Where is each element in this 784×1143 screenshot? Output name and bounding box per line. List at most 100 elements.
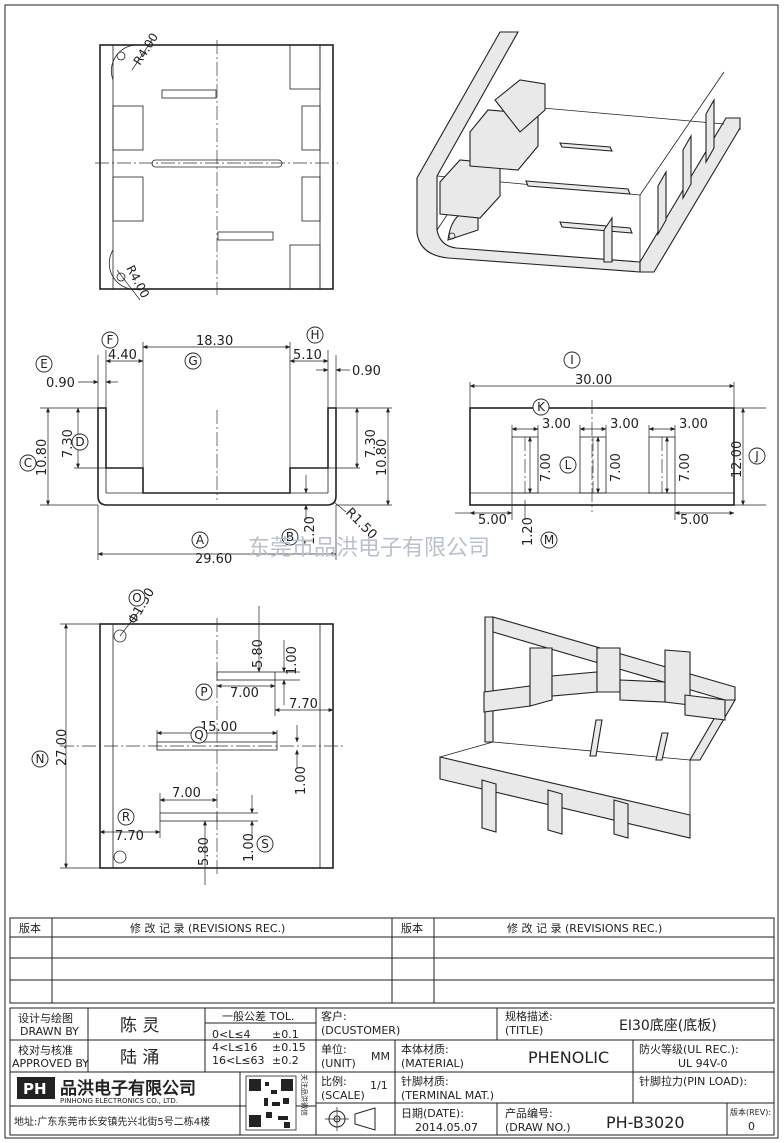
slot-length: 7.00 xyxy=(230,686,259,701)
low-slot-x: 7.70 xyxy=(115,829,144,844)
side-right-offset: 5.00 xyxy=(680,513,709,528)
material-value: PHENOLIC xyxy=(528,1048,609,1067)
material-label-en: (MATERIAL) xyxy=(401,1057,464,1070)
balloon-n: N xyxy=(36,752,45,766)
slot-x-offset: 7.70 xyxy=(289,697,318,712)
customer-label: 客户: xyxy=(321,1009,347,1023)
dim-total-width: 29.60 xyxy=(195,552,232,567)
unit-label: 单位: xyxy=(321,1042,347,1056)
slot-width: 1.00 xyxy=(285,646,300,675)
front-view: 18.30 4.40 5.10 0.90 0.90 29.60 10.80 7.… xyxy=(19,326,392,567)
dim-base: 1.20 xyxy=(303,516,318,545)
slot2-width: 3.00 xyxy=(610,417,639,432)
scale-value: 1/1 xyxy=(370,1079,388,1092)
tol-range-1: 0<L≤4 xyxy=(212,1028,251,1041)
side-view: 30.00 3.00 3.00 3.00 12.00 7.00 7.00 7.0… xyxy=(455,351,766,549)
dim-right-height: 7.30 xyxy=(364,429,379,458)
balloon-l: L xyxy=(565,458,572,472)
dim-right-step: 5.10 xyxy=(293,348,322,363)
customer-label-en: (DCUSTOMER) xyxy=(321,1024,400,1037)
company-logo xyxy=(17,1077,55,1099)
draw-no-label-en: (DRAW NO.) xyxy=(505,1121,570,1134)
rev-col-records-2: 修 改 记 录 (REVISIONS REC.) xyxy=(507,921,662,935)
balloon-d: D xyxy=(75,435,84,449)
date-value: 2014.05.07 xyxy=(415,1121,478,1134)
slot1-height: 7.00 xyxy=(539,453,554,482)
balloon-e: E xyxy=(40,357,48,371)
balloon-b: B xyxy=(286,530,294,544)
tol-value-3: ±0.2 xyxy=(272,1054,299,1067)
slot3-height: 7.00 xyxy=(678,453,693,482)
dim-left-wall: 0.90 xyxy=(46,376,75,391)
title-label-en: (TITLE) xyxy=(505,1024,543,1037)
balloon-i: I xyxy=(570,353,574,367)
dim-left-height: 7.30 xyxy=(61,429,76,458)
company-name: 品洪电子有限公司 xyxy=(60,1078,196,1099)
bottom-radius-label: R4.00 xyxy=(123,263,152,301)
tol-value-2: ±0.15 xyxy=(272,1041,306,1054)
side-total-width: 30.00 xyxy=(575,373,612,388)
projection-symbol xyxy=(325,1107,376,1131)
bottom-height: 27.00 xyxy=(55,729,70,766)
side-height: 12.00 xyxy=(730,441,745,478)
sheet-border xyxy=(4,4,779,1139)
side-left-offset: 5.00 xyxy=(478,513,507,528)
drawn-by-name: 陈 灵 xyxy=(120,1016,159,1036)
material-label: 本体材质: xyxy=(401,1042,449,1056)
ul-label: 防火等级(UL REC.): xyxy=(639,1042,739,1056)
unit-value: MM xyxy=(371,1050,390,1063)
rev-label: 版本(REV): xyxy=(730,1107,771,1117)
company-name-en: PINHONG ELECTRONICS CO., LTD. xyxy=(60,1097,178,1105)
company-address: 地址:广东东莞市长安镇先兴北街5号二栋4楼 xyxy=(14,1115,210,1128)
drawn-by-en: DRAWN BY xyxy=(20,1025,79,1038)
balloon-r: R xyxy=(122,810,130,824)
tol-range-2: 4<L≤16 xyxy=(212,1041,258,1054)
balloon-k: K xyxy=(537,400,546,414)
drawn-by-cn: 设计与绘图 xyxy=(18,1011,73,1025)
watermark: 东莞市品洪电子有限公司 xyxy=(248,536,490,561)
logo-text: PH xyxy=(23,1080,47,1098)
tol-range-3: 16<L≤63 xyxy=(212,1054,265,1067)
dim-right-total: 10.80 xyxy=(375,439,390,476)
top-radius-label: R4.00 xyxy=(131,30,161,67)
dim-inner-width: 18.30 xyxy=(196,334,233,349)
pin-load-label: 针脚拉力(PIN LOAD): xyxy=(639,1074,747,1088)
rev-col-version-2: 版本 xyxy=(401,921,423,935)
revisions-table: 版本 修 改 记 录 (REVISIONS REC.) 版本 修 改 记 录 (… xyxy=(9,917,775,1004)
side-base: 1.20 xyxy=(521,517,536,546)
top-view: R4.00 R4.00 xyxy=(95,30,338,300)
title-label: 规格描述: xyxy=(505,1009,553,1023)
center-slot-width: 1.00 xyxy=(294,766,309,795)
balloon-a: A xyxy=(196,533,205,547)
balloon-o: O xyxy=(132,591,141,605)
iso-view-top xyxy=(416,31,741,273)
date-label: 日期(DATE): xyxy=(401,1107,464,1120)
center-slot-length: 15.00 xyxy=(200,720,237,735)
scale-label: 比例: xyxy=(321,1074,347,1088)
low-slot-offset: 5.80 xyxy=(197,837,212,866)
rev-col-records-1: 修 改 记 录 (REVISIONS REC.) xyxy=(130,921,285,935)
balloon-p: P xyxy=(200,685,207,699)
iso-view-bottom xyxy=(439,616,736,839)
balloon-g: G xyxy=(188,354,197,368)
dim-left-total: 10.80 xyxy=(35,439,50,476)
slot-top-offset: 5.80 xyxy=(251,639,266,668)
rev-value: 0 xyxy=(748,1120,755,1133)
terminal-label: 针脚材质: xyxy=(401,1074,449,1088)
balloon-j: J xyxy=(754,449,759,463)
slot1-width: 3.00 xyxy=(542,417,571,432)
unit-label-en: (UNIT) xyxy=(321,1057,356,1070)
qr-caption: 关注品洪微信 xyxy=(300,1074,309,1116)
scale-label-en: (SCALE) xyxy=(321,1089,365,1102)
low-slot-length: 7.00 xyxy=(172,786,201,801)
ul-value: UL 94V-0 xyxy=(678,1057,728,1070)
draw-no-label: 产品编号: xyxy=(505,1106,553,1120)
balloon-s: S xyxy=(261,837,269,851)
tol-value-1: ±0.1 xyxy=(272,1028,299,1041)
slot3-width: 3.00 xyxy=(679,417,708,432)
title-value: EI30底座(底板) xyxy=(619,1018,717,1034)
low-slot-width: 1.00 xyxy=(242,833,257,862)
title-block: 设计与绘图 DRAWN BY 陈 灵 校对与核准 APPROVED BY 陆 涌… xyxy=(9,1007,775,1136)
